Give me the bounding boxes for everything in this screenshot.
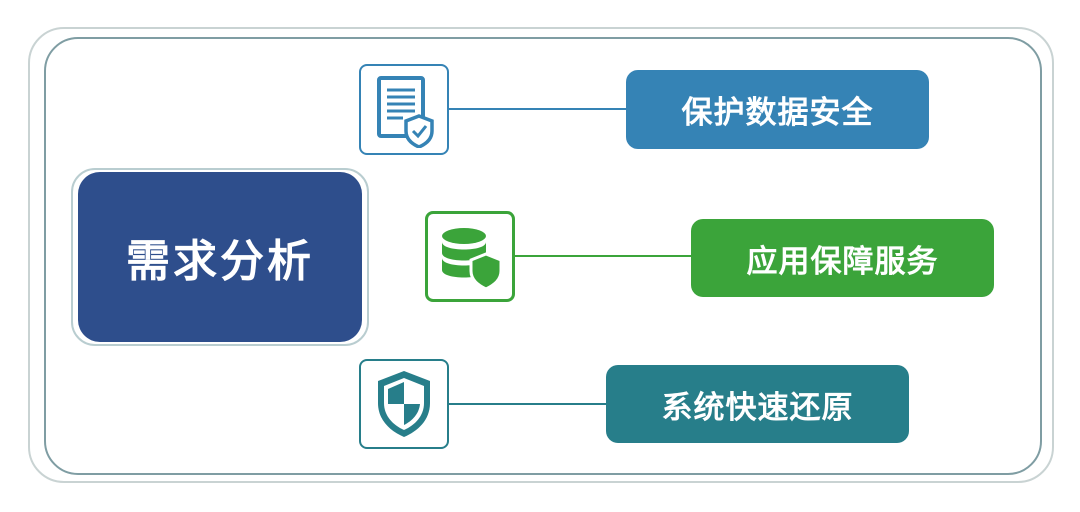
document-shield-icon: [377, 75, 434, 148]
branch-label-box-1: 保护数据安全: [626, 70, 929, 149]
document-shield-icon-box: [359, 64, 449, 155]
main-node-title: 需求分析: [126, 236, 314, 287]
branch-label-1: 保护数据安全: [681, 95, 874, 131]
inner-frame: [44, 37, 1042, 475]
connector-line-1: [449, 108, 627, 110]
database-shield-icon: [442, 227, 503, 291]
connector-line-3: [449, 403, 607, 405]
branch-label-box-3: 系统快速还原: [606, 365, 909, 443]
outer-frame: [28, 27, 1054, 483]
shield-icon-box: [359, 359, 449, 449]
database-shield-icon-box: [425, 211, 515, 302]
branch-label-2: 应用保障服务: [746, 243, 939, 280]
connector-line-2: [515, 255, 692, 257]
shield-icon: [378, 371, 430, 437]
branch-label-3: 系统快速还原: [661, 389, 854, 426]
branch-label-box-2: 应用保障服务: [691, 219, 994, 297]
main-node: 需求分析: [78, 172, 362, 342]
